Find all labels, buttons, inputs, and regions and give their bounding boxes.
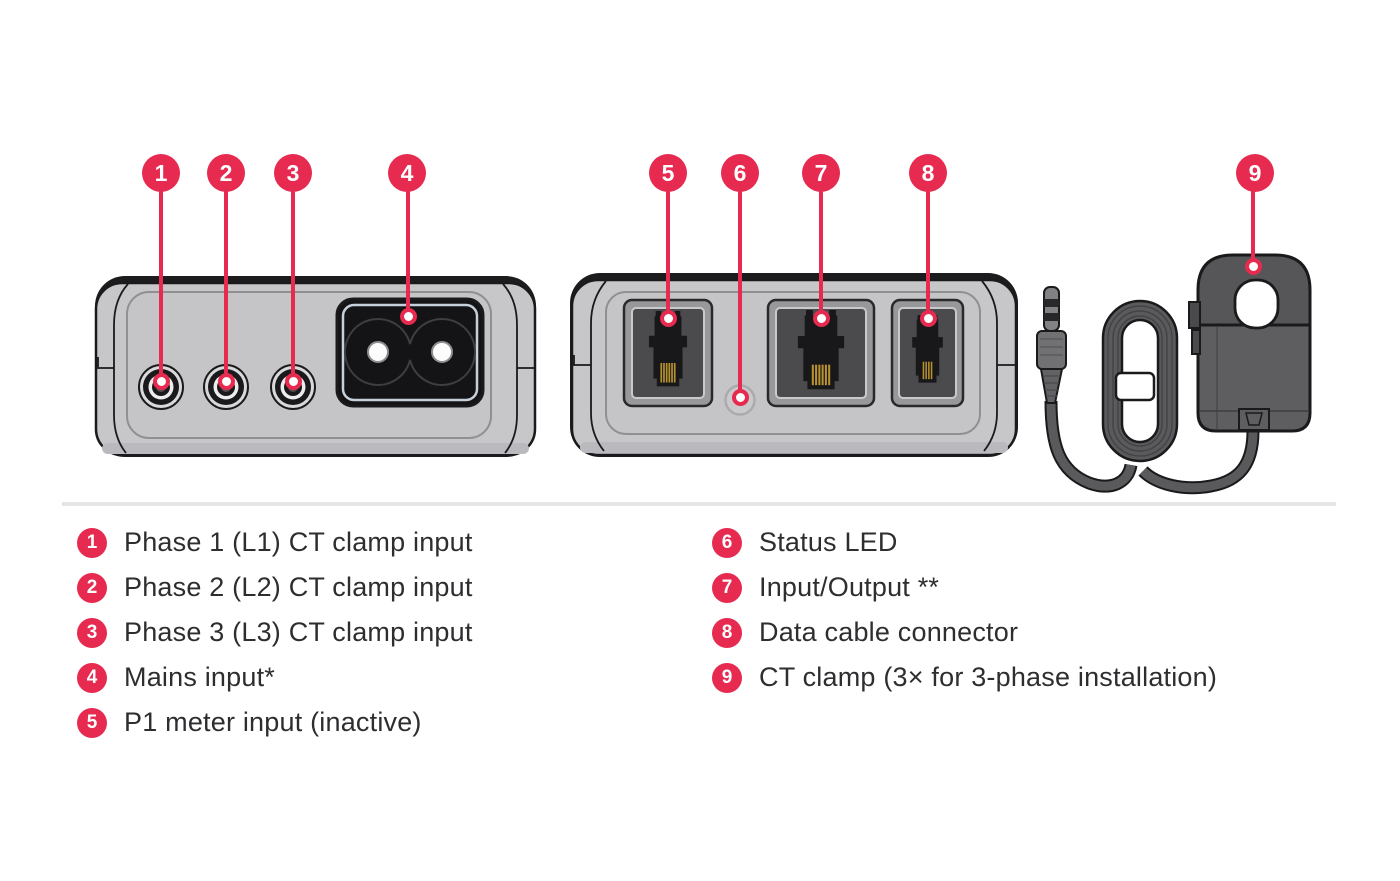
device-bottom-band bbox=[580, 442, 1008, 453]
clamp-latch bbox=[1188, 301, 1201, 329]
callout-badge-4: 4 bbox=[388, 154, 426, 192]
legend-label-2: Phase 2 (L2) CT clamp input bbox=[124, 572, 473, 602]
device-rear-panel-illustration bbox=[94, 276, 537, 457]
callout-marker-6 bbox=[732, 389, 749, 406]
clamp-cable bbox=[1044, 400, 1260, 495]
legend-item-7: 7 Input/Output ** bbox=[712, 565, 1217, 610]
clamp-opening bbox=[1233, 278, 1280, 330]
legend-badge-6: 6 bbox=[712, 527, 742, 558]
legend-badge-4: 4 bbox=[77, 662, 107, 693]
legend-label-1: Phase 1 (L1) CT clamp input bbox=[124, 527, 473, 557]
audio-jack-plug bbox=[1036, 286, 1067, 404]
rj-port-8 bbox=[890, 298, 965, 408]
legend-badge-2: 2 bbox=[77, 572, 107, 603]
callout-badge-5: 5 bbox=[649, 154, 687, 192]
callout-line-1 bbox=[159, 191, 163, 381]
callout-line-8 bbox=[926, 191, 930, 318]
callout-line-5 bbox=[666, 191, 670, 318]
legend-label-9: CT clamp (3× for 3-phase installation) bbox=[759, 662, 1218, 692]
legend-label-6: Status LED bbox=[759, 527, 898, 557]
legend-left-column: 1 Phase 1 (L1) CT clamp input 2 Phase 2 … bbox=[77, 520, 473, 745]
device-bottom-band bbox=[102, 443, 529, 454]
legend-right-column: 6 Status LED 7 Input/Output ** 8 Data ca… bbox=[712, 520, 1217, 700]
callout-marker-4 bbox=[400, 308, 417, 325]
callout-badge-1: 1 bbox=[142, 154, 180, 192]
callout-marker-7 bbox=[813, 310, 830, 327]
callout-marker-8 bbox=[920, 310, 937, 327]
legend-label-8: Data cable connector bbox=[759, 617, 1019, 647]
side-seam-lines bbox=[96, 357, 535, 369]
legend-item-3: 3 Phase 3 (L3) CT clamp input bbox=[77, 610, 473, 655]
device-front-panel-illustration bbox=[570, 273, 1018, 457]
side-seam-lines bbox=[572, 355, 1016, 366]
rj-port-7 bbox=[766, 298, 876, 408]
callout-line-2 bbox=[224, 191, 228, 381]
legend-label-5: P1 meter input (inactive) bbox=[124, 707, 422, 737]
legend-badge-8: 8 bbox=[712, 617, 742, 648]
left-seam bbox=[590, 280, 607, 452]
left-seam bbox=[113, 283, 129, 454]
callout-badge-2: 2 bbox=[207, 154, 245, 192]
callout-marker-1 bbox=[153, 373, 170, 390]
legend-item-4: 4 Mains input* bbox=[77, 655, 473, 700]
cable-tie bbox=[1114, 371, 1156, 402]
callout-line-3 bbox=[291, 191, 295, 381]
legend-badge-7: 7 bbox=[712, 572, 742, 603]
legend-badge-9: 9 bbox=[712, 662, 742, 693]
callout-badge-6: 6 bbox=[721, 154, 759, 192]
callout-line-4 bbox=[406, 191, 410, 316]
callout-line-9 bbox=[1251, 191, 1255, 266]
right-seam bbox=[502, 283, 518, 454]
section-divider bbox=[62, 502, 1336, 506]
callout-marker-9 bbox=[1245, 258, 1262, 275]
legend-label-4: Mains input* bbox=[124, 662, 275, 692]
cable-coil bbox=[1101, 299, 1179, 463]
callout-badge-8: 8 bbox=[909, 154, 947, 192]
callout-marker-5 bbox=[660, 310, 677, 327]
callout-badge-7: 7 bbox=[802, 154, 840, 192]
legend-badge-1: 1 bbox=[77, 527, 107, 558]
callout-badge-9: 9 bbox=[1236, 154, 1274, 192]
legend-item-1: 1 Phase 1 (L1) CT clamp input bbox=[77, 520, 473, 565]
callout-badge-3: 3 bbox=[274, 154, 312, 192]
legend-label-3: Phase 3 (L3) CT clamp input bbox=[124, 617, 473, 647]
mains-inlet bbox=[335, 297, 485, 408]
legend-item-8: 8 Data cable connector bbox=[712, 610, 1217, 655]
callout-marker-3 bbox=[285, 373, 302, 390]
rj-port-5 bbox=[622, 298, 714, 408]
callout-line-6 bbox=[738, 191, 742, 397]
legend-label-7: Input/Output ** bbox=[759, 572, 940, 602]
right-seam bbox=[981, 280, 998, 452]
legend-item-5: 5 P1 meter input (inactive) bbox=[77, 700, 473, 745]
legend-badge-5: 5 bbox=[77, 707, 107, 738]
legend-badge-3: 3 bbox=[77, 617, 107, 648]
callout-line-7 bbox=[819, 191, 823, 318]
ct-clamp-illustration bbox=[1036, 253, 1312, 495]
legend-item-9: 9 CT clamp (3× for 3-phase installation) bbox=[712, 655, 1217, 700]
legend-item-2: 2 Phase 2 (L2) CT clamp input bbox=[77, 565, 473, 610]
ct-clamp-body bbox=[1188, 253, 1312, 433]
legend-item-6: 6 Status LED bbox=[712, 520, 1217, 565]
callout-marker-2 bbox=[218, 373, 235, 390]
clamp-clip bbox=[1238, 408, 1270, 431]
